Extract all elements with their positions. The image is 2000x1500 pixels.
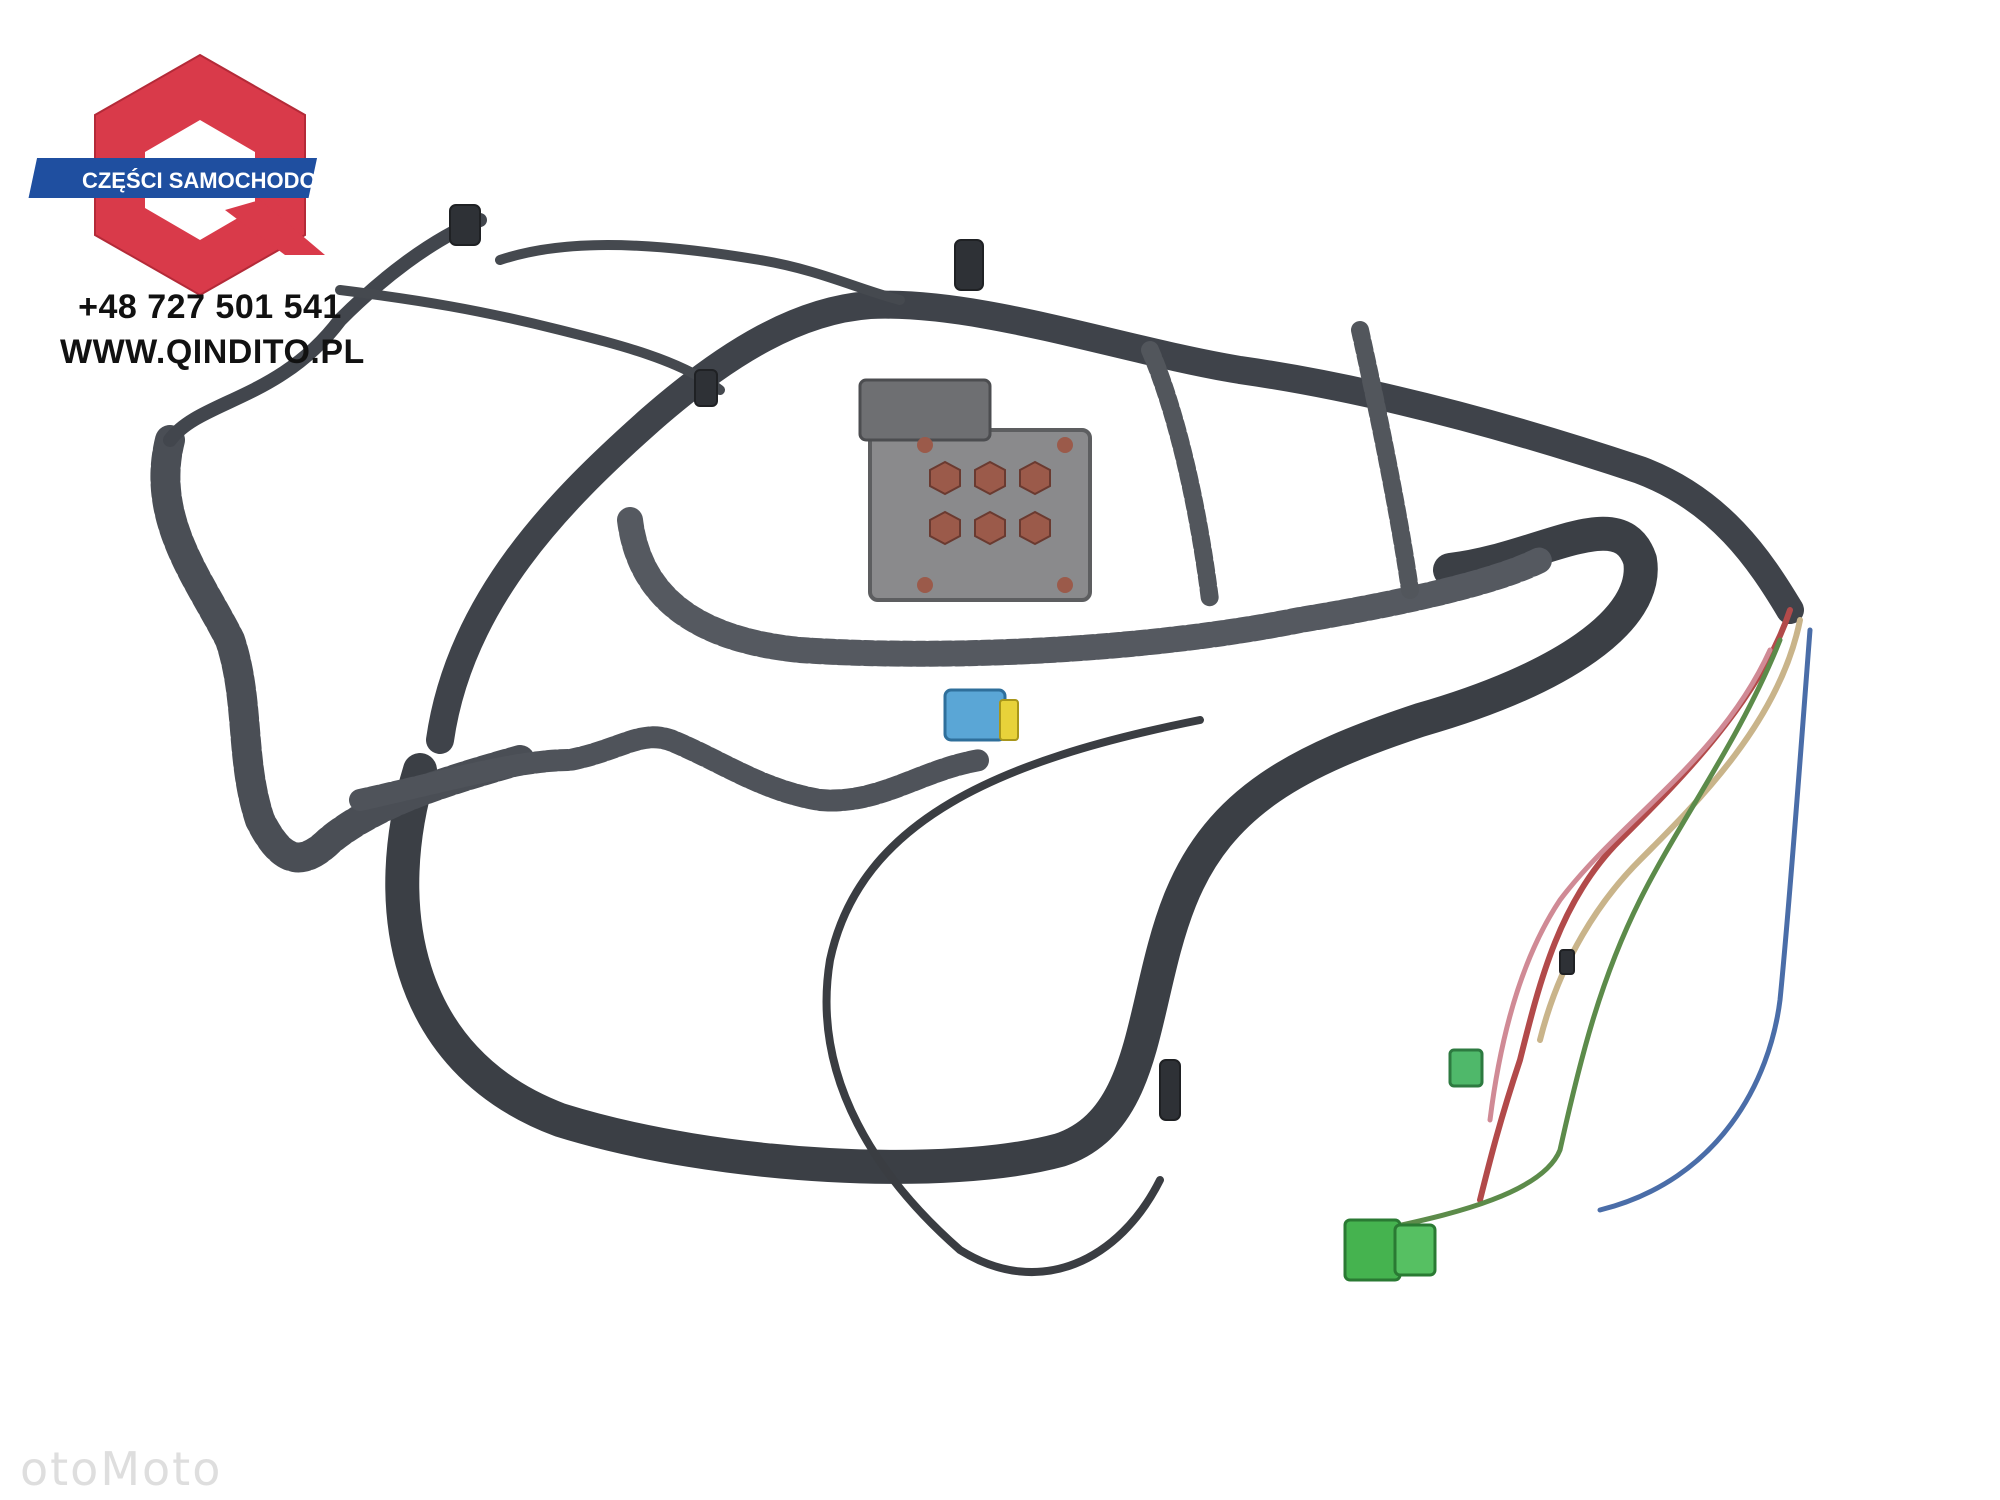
harness-thin-cable xyxy=(822,716,1204,1277)
harness-right-frame xyxy=(1141,321,1419,609)
small-plug-icons xyxy=(449,204,1575,1121)
contact-website: WWW.QINDITO.PL xyxy=(60,333,365,371)
contact-phone: +48 727 501 541 xyxy=(78,288,342,326)
harness-connector-run xyxy=(349,726,991,812)
brand-banner-text: CZĘŚCI SAMOCHODOWE xyxy=(81,168,353,193)
blue-connector-icon xyxy=(943,688,1007,742)
yellow-tag-icon xyxy=(999,699,1019,741)
contact-block: +48 727 501 541 WWW.QINDITO.PL xyxy=(60,288,365,372)
wiring-harness-icon xyxy=(150,213,1813,1277)
brand-logo xyxy=(28,53,325,297)
green-connector-plug-icon xyxy=(1393,1223,1437,1277)
harness-main-loop xyxy=(385,516,1658,1184)
harness-left-branch xyxy=(163,213,487,447)
loose-wire-blue xyxy=(1597,627,1813,1213)
green-connector-large-icon xyxy=(1343,1218,1402,1282)
loose-wire-green xyxy=(1377,637,1783,1233)
brand-banner: CZĘŚCI SAMOCHODOWE xyxy=(50,50,352,260)
harness-top-branch xyxy=(335,240,905,395)
harness-upper-trunk xyxy=(426,290,1804,754)
loose-wire-pink xyxy=(1487,647,1773,1123)
watermark: otoMoto xyxy=(20,1442,223,1496)
fuse-box-icon xyxy=(858,378,1092,602)
green-connector-small-icon xyxy=(1448,1048,1484,1088)
harness-corrugated-loop xyxy=(617,507,1553,667)
